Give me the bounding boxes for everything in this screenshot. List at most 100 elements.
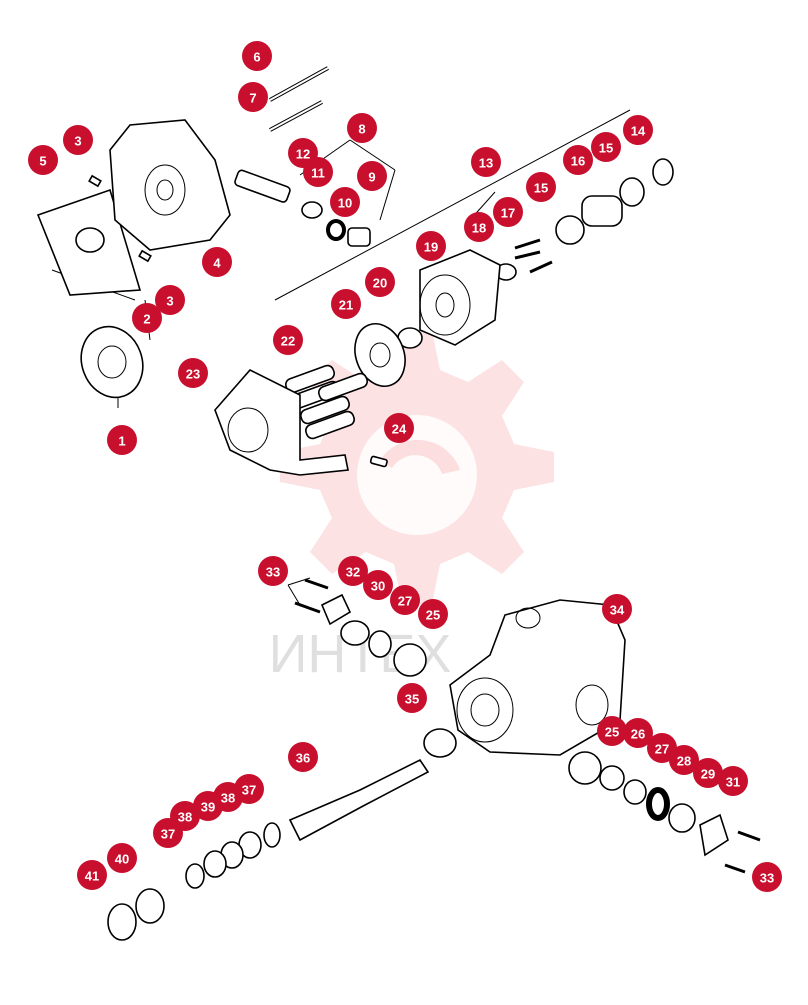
callout-number: 32 (346, 565, 360, 580)
callout-badge (107, 843, 137, 873)
callout-badge (718, 766, 748, 796)
callout-20: 20 (365, 267, 395, 297)
callout-number: 36 (296, 751, 310, 766)
callout-9: 9 (357, 161, 387, 191)
snap-ring (652, 158, 674, 186)
top-assembly (36, 66, 674, 476)
callout-number: 38 (178, 810, 192, 825)
callout-badge (288, 138, 318, 168)
callout-35: 35 (397, 683, 427, 713)
front-seal (135, 888, 165, 924)
watermark-gear-logo (280, 330, 554, 604)
bottom-assembly (107, 577, 761, 941)
callout-number: 35 (405, 692, 419, 707)
callout-badge (234, 774, 264, 804)
callout-badge (526, 172, 556, 202)
callout-21: 21 (331, 289, 361, 319)
callout-31: 31 (718, 766, 748, 796)
callout-badge (331, 289, 361, 319)
callout-number: 10 (338, 196, 352, 211)
callout-badge (347, 113, 377, 143)
drive-bearing (423, 728, 457, 758)
rear-cover (699, 813, 729, 857)
rear-needle-bearing (568, 751, 602, 785)
key (369, 455, 388, 468)
callout-badge (77, 860, 107, 890)
oil-seal (668, 803, 696, 833)
callout-number: 39 (201, 800, 215, 815)
callout-badge (365, 267, 395, 297)
callout-number: 20 (373, 276, 387, 291)
flange-cover (320, 593, 352, 626)
swashplate (214, 369, 349, 476)
cylinder-block (419, 249, 501, 346)
callout-badge (416, 231, 446, 261)
dowel-pin (88, 174, 102, 188)
callout-badge (363, 570, 393, 600)
callout-badge (597, 716, 627, 746)
callout-number: 26 (631, 727, 645, 742)
callout-4: 4 (202, 247, 232, 277)
callout-number: 34 (610, 603, 625, 618)
callout-15: 15 (526, 172, 556, 202)
callout-number: 2 (143, 312, 150, 327)
spring-seat-2 (555, 215, 585, 245)
callout-number: 5 (39, 154, 46, 169)
callout-badge (330, 187, 360, 217)
callout-badge (693, 758, 723, 788)
callout-number: 22 (281, 334, 295, 349)
callout-number: 37 (242, 783, 256, 798)
bearing-race (599, 765, 625, 791)
callout-badge (418, 599, 448, 629)
callout-number: 29 (701, 767, 715, 782)
circlip (107, 903, 137, 941)
callout-number: 28 (677, 754, 691, 769)
callout-24: 24 (384, 413, 414, 443)
callout-25: 25 (418, 599, 448, 629)
dowel-pin-2 (138, 249, 152, 263)
callout-badge (242, 41, 272, 71)
callout-number: 14 (631, 124, 646, 139)
plug (347, 227, 371, 247)
callout-number: 38 (221, 791, 235, 806)
valve-plate (80, 325, 144, 399)
pump-housing (449, 599, 626, 756)
rear-shim (623, 779, 647, 805)
callout-38: 38 (170, 801, 200, 831)
snap-ring-front (263, 822, 281, 848)
callout-number: 11 (311, 166, 325, 181)
callout-number: 15 (599, 141, 613, 156)
callout-1: 1 (107, 425, 137, 455)
callout-23: 23 (178, 358, 208, 388)
callout-number: 23 (186, 367, 200, 382)
callout-33: 33 (258, 556, 288, 586)
drive-shaft (288, 758, 430, 842)
callout-number: 1 (118, 434, 125, 449)
callout-32: 32 (338, 556, 368, 586)
callout-badge (28, 145, 58, 175)
callout-badge (471, 147, 501, 177)
callout-16: 16 (563, 145, 593, 175)
callout-37: 37 (234, 774, 264, 804)
callout-19: 19 (416, 231, 446, 261)
callout-number: 41 (85, 869, 99, 884)
callout-badge (63, 125, 93, 155)
callout-number: 17 (501, 206, 515, 221)
piston-set (285, 364, 368, 440)
callout-number: 7 (249, 91, 256, 106)
bearing (340, 620, 370, 646)
callout-25: 25 (597, 716, 627, 746)
callout-layer: 1233456789101112131415151617181920212223… (28, 41, 782, 892)
callout-number: 3 (166, 294, 173, 309)
callout-18: 18 (464, 212, 494, 242)
callout-number: 31 (726, 775, 740, 790)
callout-badge (602, 594, 632, 624)
callout-badge (390, 585, 420, 615)
callout-28: 28 (669, 745, 699, 775)
callout-badge (397, 683, 427, 713)
callout-17: 17 (493, 197, 523, 227)
callout-number: 27 (398, 594, 412, 609)
callout-badge (202, 247, 232, 277)
